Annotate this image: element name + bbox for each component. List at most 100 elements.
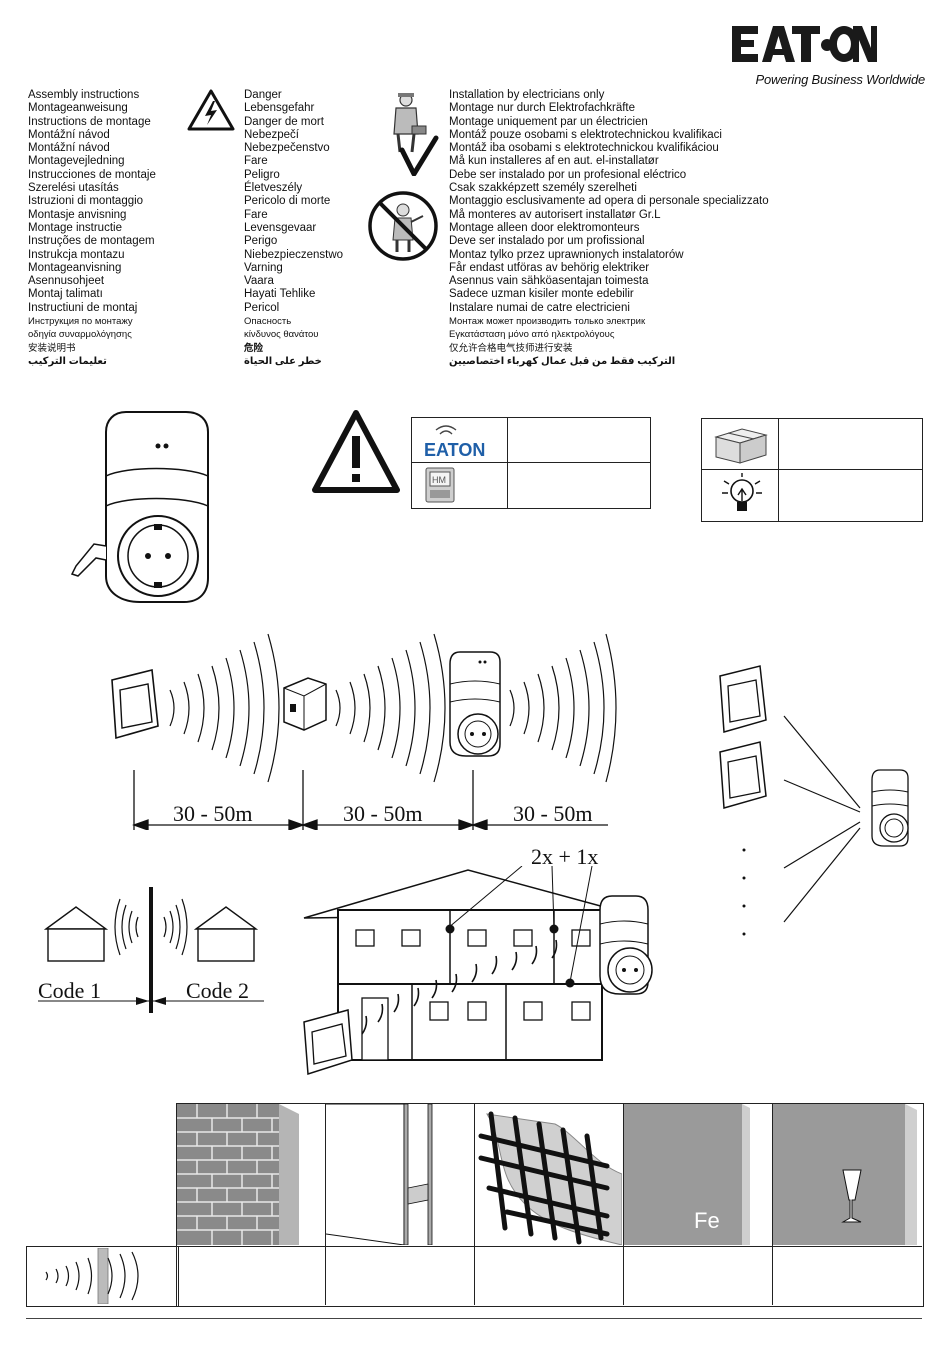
install-line: Instalare numai de catre electricieni: [449, 301, 630, 314]
assembly-line: Montageanweisung: [28, 102, 128, 115]
danger-line: Niebezpieczenstwo: [244, 248, 344, 261]
radio-waves: [361, 939, 558, 1035]
assembly-line: Instructiuni de montaj: [28, 301, 138, 314]
materials-table: [176, 1103, 924, 1307]
dimension-lines: [132, 770, 608, 830]
wall-switch-icon: [719, 665, 767, 733]
install-line: Debe ser instalado por un profesional el…: [449, 168, 687, 181]
assembly-line: Montážní návod: [28, 142, 110, 155]
install-line: Må monteres av autorisert installatør Gr…: [449, 208, 661, 221]
install-line: التركيب فقط من قبل عمال كهرباء اختصاصيين: [449, 355, 676, 367]
wall-switch-icon: [303, 1009, 353, 1076]
install-line: Csak szakképzett személy szerelheti: [449, 182, 637, 195]
wall-switch-icon: [719, 741, 767, 809]
wooden-wall-icon: [326, 1104, 433, 1245]
danger-line: Nebezpečenstvo: [244, 142, 330, 155]
danger-line: Vaara: [244, 275, 274, 288]
accessory-box: [701, 418, 923, 522]
assembly-line: Instruções de montagem: [28, 235, 155, 248]
assembly-line: 安装说明书: [28, 342, 76, 354]
install-line: Må kun installeres af en aut. el-install…: [449, 155, 659, 168]
danger-line: Életveszély: [244, 182, 303, 195]
eaton-wireless-icon: EATON: [424, 425, 485, 460]
distance-label: 30 - 50m: [513, 801, 593, 826]
package-icon: [714, 428, 768, 464]
install-line: Montaz tylko przez uprawnionych instalat…: [449, 248, 684, 261]
assembly-line: Montageanvisning: [28, 261, 122, 274]
plug-adapter-icon: [599, 895, 653, 995]
danger-line: Levensgevaar: [244, 221, 317, 234]
install-column: Installation by electricians only Montag…: [449, 89, 769, 368]
install-line: Asennus vain sähköasentajan toimesta: [449, 275, 649, 288]
install-line: Får endast utföras av behörig elektriker: [449, 261, 650, 274]
install-line: Montáž iba osobami s elektrotechnickou k…: [449, 142, 719, 155]
svg-text:HM: HM: [432, 475, 446, 485]
assembly-line: Instrucciones de montaje: [28, 168, 156, 181]
install-line: Montage uniquement par un électricien: [449, 115, 648, 128]
danger-line: Nebezpečí: [244, 128, 299, 141]
code-label: Code 2: [186, 978, 249, 1003]
signal-penetration-icon: [45, 1248, 139, 1304]
assembly-line: Montagevejledning: [28, 155, 125, 168]
plug-adapter-illustration: [70, 411, 209, 603]
metal-wall-icon: Fe: [624, 1104, 771, 1245]
install-line: Montage nur durch Elektrofachkräfte: [449, 102, 636, 115]
assembly-line: οδηγία συναρμολόγησης: [28, 329, 132, 341]
home-manager-icon: HM: [425, 467, 455, 503]
danger-line: Fare: [244, 208, 268, 221]
install-line: Installation by electricians only: [449, 89, 605, 101]
assembly-line: Montasje anvisning: [28, 208, 127, 221]
install-line: 仅允许合格电气技师进行安装: [449, 342, 573, 354]
glass-wall-icon: [773, 1104, 920, 1245]
install-line: Sadece uzman kisiler monte edebilir: [449, 288, 634, 301]
danger-line: خطر على الحياة: [244, 355, 322, 367]
plug-adapter-icon: [449, 651, 501, 757]
assembly-line: Montážní návod: [28, 128, 110, 141]
windows: [355, 929, 591, 1061]
compatibility-box: EATON HM: [411, 417, 651, 509]
danger-line: Danger de mort: [244, 115, 324, 128]
danger-line: Danger: [244, 89, 282, 101]
assembly-line: Instructions de montage: [28, 115, 151, 128]
eaton-logo: [732, 26, 877, 62]
radio-waves: [509, 633, 617, 783]
assembly-line: Asennusohjeet: [28, 275, 105, 288]
danger-line: Pericolo di morte: [244, 195, 331, 208]
install-line: Εγκατάσταση μόνο από ηλεκτρολόγους: [449, 329, 615, 341]
wall-switch-icon: [111, 669, 159, 740]
repeater-icon: [283, 677, 327, 731]
metal-label: Fe: [694, 1208, 720, 1233]
assembly-column: Assembly instructions Montageanweisung I…: [28, 89, 156, 368]
signal-header-cell: [26, 1246, 179, 1307]
brick-wall-icon: [177, 1104, 324, 1245]
install-line: Montaggio esclusivamente ad opera di per…: [449, 195, 769, 208]
install-line: Montage alleen door elektromonteurs: [449, 221, 640, 234]
code-label: Code 1: [38, 978, 101, 1003]
pairing-label: 2x + 1x: [531, 844, 599, 869]
house-icon: [193, 906, 259, 962]
non-electrician-prohibited-icon: [368, 191, 438, 261]
danger-line: Lebensgefahr: [244, 102, 315, 115]
danger-line: Hayati Tehlike: [244, 288, 316, 301]
assembly-line: Instrukcja montazu: [28, 248, 125, 261]
radio-waves: [335, 633, 446, 783]
assembly-line: Инструкция по монтажу: [28, 316, 133, 328]
multi-switch-diagram: [719, 665, 909, 936]
distance-label: 30 - 50m: [343, 801, 423, 826]
code-separation-diagram: [38, 887, 264, 1013]
danger-line: Fare: [244, 155, 268, 168]
electrician-approved-icon: [393, 93, 439, 176]
plug-adapter-icon: [871, 769, 909, 847]
danger-line: Pericol: [244, 301, 280, 314]
danger-line: 危险: [244, 342, 264, 354]
danger-line: Varning: [244, 261, 283, 274]
install-line: Montáž pouze osobami s elektrotechnickou…: [449, 128, 722, 141]
distance-label: 30 - 50m: [173, 801, 253, 826]
assembly-line: Montaj talimatı: [28, 288, 103, 301]
danger-line: Peligro: [244, 168, 280, 181]
danger-line: κίνδυνος θανάτου: [244, 329, 319, 341]
exclamation-triangle-icon: [312, 410, 400, 493]
danger-column: Danger Lebensgefahr Danger de mort Nebez…: [244, 89, 343, 368]
radio-waves: [114, 898, 188, 956]
eaton-wireless-label: EATON: [424, 440, 485, 460]
